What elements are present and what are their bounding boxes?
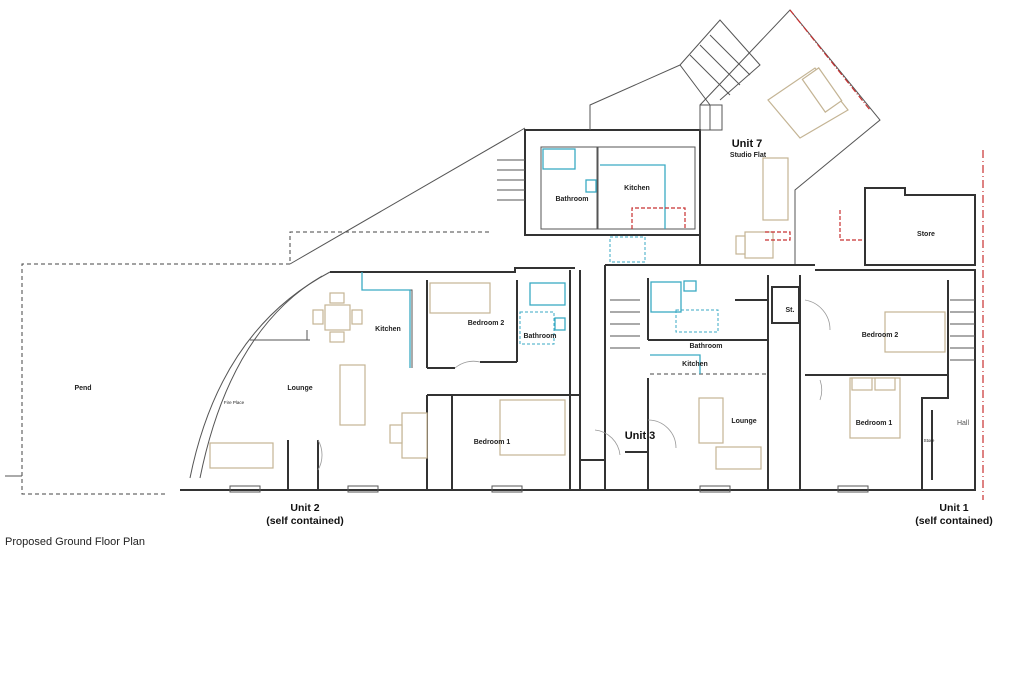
room-label: Store [917, 231, 935, 238]
room-label: Kitchen [682, 361, 708, 368]
room-label: Store [924, 438, 935, 443]
sink [554, 317, 566, 331]
sink [585, 179, 597, 193]
proposed-wall [839, 210, 865, 241]
unit2-furniture [209, 282, 566, 469]
door-swing [647, 419, 677, 449]
unit7-label: Unit 7 [732, 138, 763, 150]
room-label: Bedroom 1 [856, 420, 893, 427]
kitchen-counter [650, 354, 701, 374]
room-label: Lounge [731, 418, 756, 425]
room-label: Kitchen [624, 185, 650, 192]
door-swing [594, 429, 621, 456]
proposed-wall [631, 207, 686, 229]
shower [519, 311, 555, 345]
room-label: Bedroom 2 [862, 332, 899, 339]
unit1-walls [771, 269, 976, 491]
door-swing [819, 379, 823, 401]
unit2-label: Unit 2 [290, 502, 319, 514]
unit3-walls [580, 264, 815, 491]
door-swing [804, 299, 831, 331]
windows [229, 485, 869, 493]
kitchen-counter [361, 272, 411, 368]
room-label: Pend [74, 385, 91, 392]
pend-outline [5, 127, 526, 495]
bathtub [542, 148, 576, 170]
room-label: Bathroom [689, 343, 722, 350]
curved-wall-inner [199, 275, 323, 479]
unit7-subtitle: Studio Flat [730, 152, 767, 159]
room-label: Bathroom [523, 333, 556, 340]
unit2-subtitle: (self contained) [266, 515, 344, 527]
room-label: Bedroom 2 [468, 320, 505, 327]
room-label: Fire Place [224, 400, 245, 405]
room-label: Hall [957, 420, 970, 427]
dashed-fixture [675, 309, 719, 333]
shower-tray [650, 281, 682, 313]
unit1-subtitle: (self contained) [915, 515, 993, 527]
unit7-furniture [735, 67, 849, 259]
unit3-furniture [698, 397, 762, 470]
bathtub [529, 282, 566, 306]
proposed-wall [765, 231, 791, 241]
unit1-label: Unit 1 [939, 502, 968, 514]
room-label: St. [786, 307, 795, 314]
dashed-fixture [609, 236, 646, 263]
room-label: Bathroom [555, 196, 588, 203]
door-swing [317, 439, 323, 471]
plan-title: Proposed Ground Floor Plan [5, 536, 146, 548]
unit7-walls [497, 9, 881, 266]
door-swing [454, 360, 481, 369]
room-label: Lounge [287, 385, 312, 392]
sink [683, 280, 697, 292]
unit1-furniture [849, 311, 946, 439]
room-label: Bedroom 1 [474, 439, 511, 446]
unit2-walls [180, 267, 581, 491]
room-label: Kitchen [375, 326, 401, 333]
store-walls [864, 187, 976, 266]
unit3-label: Unit 3 [625, 430, 656, 442]
